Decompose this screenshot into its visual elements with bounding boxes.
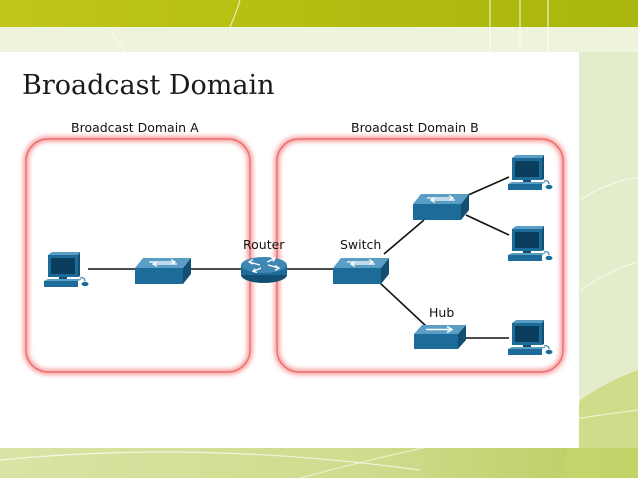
link-switch-to-upper-switch — [383, 219, 425, 255]
hub-label: Hub — [429, 305, 454, 320]
network-links — [88, 176, 510, 339]
switch-label: Switch — [340, 237, 381, 252]
link-upper-switch-to-pc-1 — [465, 176, 510, 197]
router-label: Router — [243, 237, 285, 252]
link-switch-to-hub — [379, 282, 427, 327]
switch-icon — [134, 257, 192, 285]
pc-icon — [507, 154, 553, 191]
pc-icon — [507, 225, 553, 262]
broadcast-domain-a-outline — [23, 136, 253, 375]
pc-icon — [507, 319, 553, 356]
link-upper-switch-to-pc-2 — [465, 214, 510, 236]
slide-panel — [0, 52, 579, 448]
router-icon — [240, 256, 288, 284]
broadcast-domain-b-label: Broadcast Domain B — [351, 120, 479, 135]
broadcast-domain-a-label: Broadcast Domain A — [71, 120, 199, 135]
switch-icon — [332, 257, 390, 285]
slide-title: Broadcast Domain — [22, 70, 275, 101]
broadcast-domain-b-outline — [274, 136, 566, 375]
hub-icon — [413, 324, 467, 350]
switch-icon — [412, 193, 470, 221]
pc-icon — [43, 251, 89, 288]
